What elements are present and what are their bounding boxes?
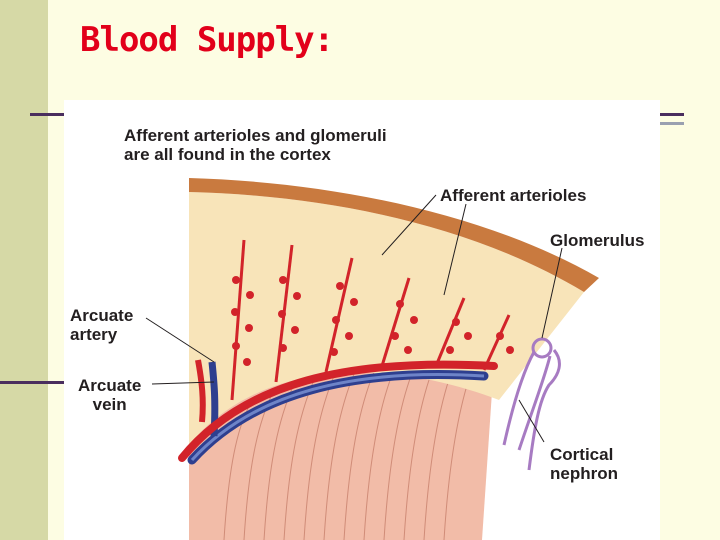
cortical-nephron-line-2: nephron [550, 464, 618, 483]
caption-line-1: Afferent arterioles and glomeruli [124, 126, 387, 145]
renal-capsule [189, 178, 599, 292]
kidney-section-illustration [145, 178, 599, 540]
cortical-nephron [502, 337, 561, 471]
left-accent-band [0, 0, 48, 540]
arcuate-artery-line-1: Arcuate [70, 306, 134, 325]
cortex-region [189, 192, 584, 445]
title-rule-left [30, 113, 64, 116]
arcuate-artery-line-2: artery [70, 325, 118, 344]
arcuate-vein-line-1: Arcuate [78, 376, 142, 395]
caption-line-2: are all found in the cortex [124, 145, 331, 164]
band-rule-bottom [0, 381, 64, 384]
title-rule-right [660, 113, 684, 116]
arcuate-artery [178, 360, 498, 462]
cortical-nephron-line-1: Cortical [550, 445, 614, 464]
title-rule-right-secondary [660, 122, 684, 125]
label-glomerulus: Glomerulus [550, 231, 645, 250]
label-afferent-arterioles: Afferent arterioles [440, 186, 587, 205]
label-leader-lines [145, 194, 563, 443]
arcuate-vein-line-2: vein [92, 395, 127, 414]
slide-title: Blood Supply: [80, 20, 334, 60]
glomeruli [231, 276, 514, 366]
